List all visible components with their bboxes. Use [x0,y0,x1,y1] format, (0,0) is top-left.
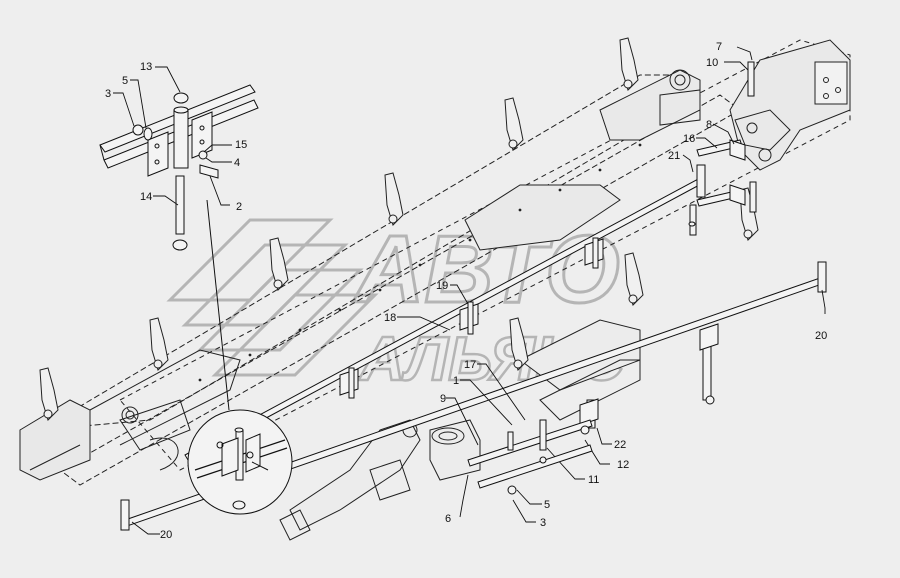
callout-12: 12 [617,459,629,471]
marker-bars [120,61,827,531]
detail-bottom-hardware [467,221,715,495]
callout-16: 16 [683,133,695,145]
callout-14: 14 [140,191,152,203]
callout-21: 21 [668,150,680,162]
callout-5-top: 5 [122,75,128,87]
callout-20-right: 20 [815,330,827,342]
callout-18: 18 [384,312,396,324]
callout-9: 9 [440,393,446,405]
callout-3-bottom: 3 [540,517,546,529]
callout-8: 8 [706,119,712,131]
callout-17: 17 [464,359,476,371]
callout-7: 7 [716,41,722,53]
callout-13: 13 [140,61,152,73]
lower-bar-clamps [579,323,719,426]
callout-10: 10 [706,57,718,69]
callout-15: 15 [235,139,247,151]
detail-magnifier [187,199,293,515]
callout-3-top: 3 [105,88,111,100]
callout-2: 2 [236,201,242,213]
detail-hitch-top-right [696,139,746,207]
plough-standards [39,37,759,421]
detail-clamp-top-left [99,84,259,179]
callout-11: 11 [588,474,599,486]
callout-5-bottom: 5 [544,499,550,511]
callout-20-left: 20 [160,529,172,541]
callout-4: 4 [234,157,240,169]
callout-6: 6 [445,513,451,525]
callout-numbers: 13 5 3 15 4 2 14 7 10 8 16 21 19 18 1 17… [105,41,827,541]
callout-1: 1 [453,375,459,387]
callout-19: 19 [436,280,448,292]
plough-frame [19,39,851,541]
callout-22: 22 [614,439,626,451]
